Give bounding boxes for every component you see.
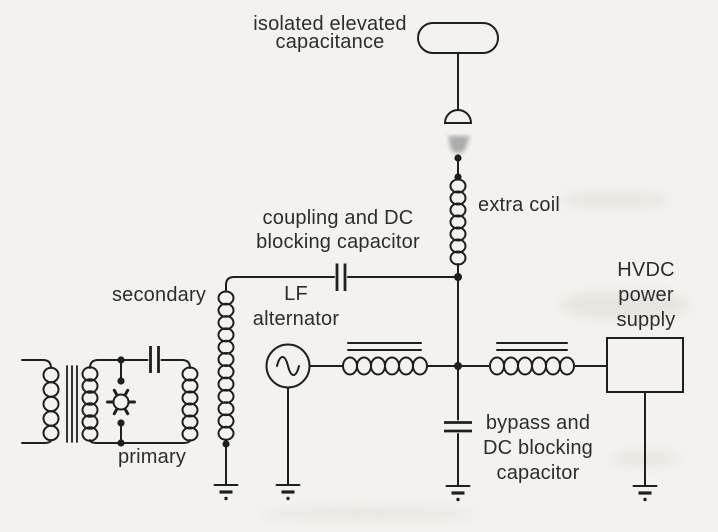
primary-label: primary xyxy=(117,446,187,468)
vertical-bus-wire xyxy=(454,273,462,421)
ground-symbol xyxy=(275,484,301,501)
lf-alternator-symbol xyxy=(265,343,344,486)
transformer-left-winding xyxy=(42,366,60,442)
ground-symbol xyxy=(213,484,239,501)
lf-alternator-label: LF alternator xyxy=(252,283,340,330)
spark-discharge-symbol xyxy=(448,136,470,181)
ground-symbol xyxy=(632,485,658,502)
bypass-capacitor-symbol xyxy=(444,421,472,487)
choke-inductor-left-symbol xyxy=(342,342,491,376)
toroid-terminal-symbol xyxy=(417,22,499,124)
sine-wave-icon xyxy=(276,356,300,376)
isolated-capacitance-label: isolated elevated capacitance xyxy=(253,13,407,53)
scan-smudge xyxy=(560,290,690,320)
rotary-spark-gap-symbol xyxy=(106,356,136,447)
hvdc-power-supply-label: HVDC power supply xyxy=(616,259,676,331)
secondary-coil-symbol xyxy=(217,290,235,441)
secondary-ground-lead xyxy=(222,439,230,486)
scan-smudge xyxy=(560,192,670,208)
transformer-core xyxy=(66,365,78,443)
ground-symbol xyxy=(445,485,471,502)
extra-coil-label: extra coil xyxy=(478,194,561,216)
dome-electrode-symbol xyxy=(443,109,473,124)
coupling-capacitor-label: coupling and DC blocking capacitor xyxy=(256,207,420,253)
hvdc-power-supply-symbol xyxy=(606,337,684,487)
coupling-capacitor-symbol xyxy=(225,263,457,293)
primary-tank-circuit xyxy=(89,346,199,447)
bypass-capacitor-label: bypass and DC blocking capacitor xyxy=(482,412,594,484)
supply-transformer-symbol xyxy=(21,359,99,444)
primary-coil-symbol xyxy=(181,366,199,442)
transformer-right-winding xyxy=(81,366,99,442)
secondary-label: secondary xyxy=(111,284,207,306)
scan-smudge xyxy=(260,508,480,520)
choke-inductor-right-symbol xyxy=(489,342,608,376)
extra-coil-symbol xyxy=(449,178,467,266)
